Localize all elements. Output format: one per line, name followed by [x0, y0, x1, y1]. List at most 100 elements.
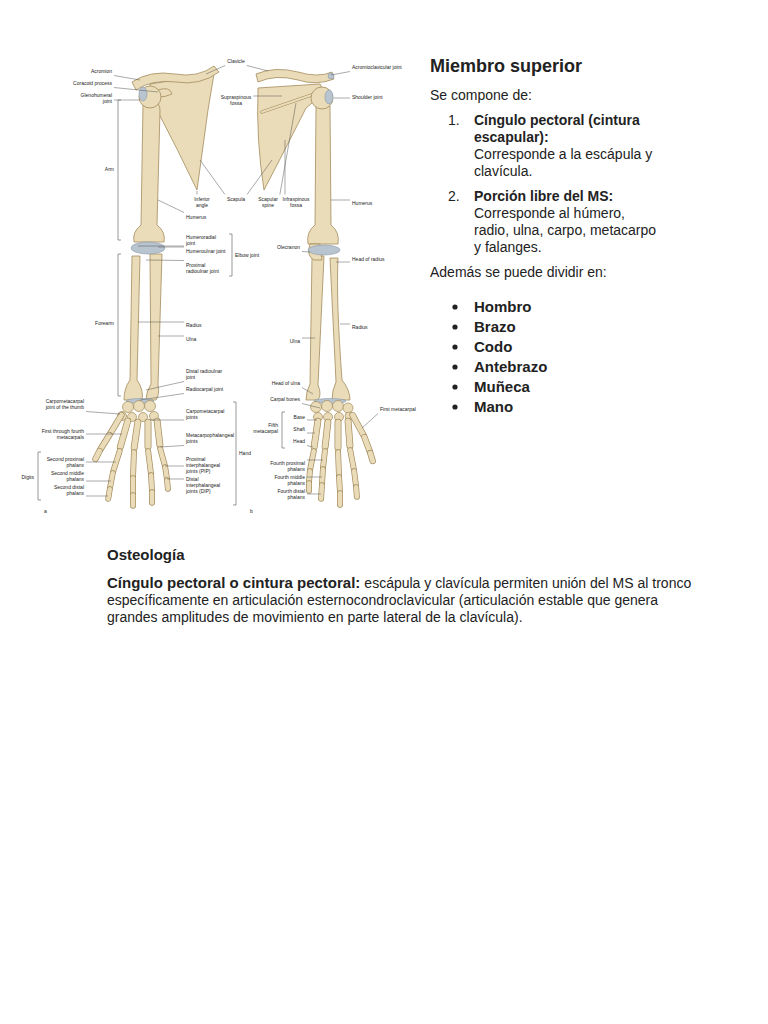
phalanx — [131, 495, 136, 506]
clavicle — [256, 69, 334, 82]
leader-line — [200, 160, 225, 195]
leader-line — [253, 96, 282, 97]
region-name: Muñeca — [474, 377, 658, 397]
figure-label: Hand — [239, 450, 259, 456]
joint-cartilage — [308, 245, 340, 255]
phalanx-outline — [164, 480, 171, 489]
figure-label: Elbow joint — [235, 252, 269, 258]
part-label: Second distal phalanx — [54, 484, 84, 496]
part-label: Base — [294, 414, 305, 420]
leader-line — [206, 66, 225, 75]
phalanx — [149, 475, 154, 490]
numbered-item: 2.Porción libre del MS:Corresponde al hú… — [430, 188, 658, 256]
figure-label: Distal interphalangeal joints (DIP) — [186, 476, 226, 494]
bullet-dot — [452, 324, 457, 329]
part-label: Metacarpophalangeal joints — [186, 432, 234, 444]
figure-label: Humerus — [186, 214, 226, 220]
metacarpal-outline — [325, 422, 328, 447]
region-name: Codo — [474, 337, 658, 357]
carpal-bone — [134, 401, 145, 412]
metacarpal — [145, 422, 151, 447]
carpal-bone — [322, 401, 333, 412]
leader-line — [302, 338, 315, 339]
part-label: Carpometacarpal joints — [186, 408, 224, 420]
humerus — [308, 106, 339, 244]
part-label: Fourth distal phalanx — [277, 488, 305, 500]
phalanx-outline — [336, 477, 343, 491]
part-label: Infraspinous fossa — [282, 196, 309, 208]
thumb-bone-outline — [111, 415, 122, 433]
leader-line — [86, 412, 120, 415]
figure-label: Ulna — [270, 338, 300, 344]
radius — [330, 258, 350, 400]
figure-label: Base — [285, 414, 305, 420]
thumb-bone-outline — [101, 435, 110, 449]
phalanx — [336, 452, 341, 475]
list-number: 2. — [448, 188, 460, 205]
part-label: Head of radius — [352, 256, 385, 262]
leader-line — [302, 404, 320, 409]
ulna — [146, 254, 162, 400]
figure-label: Forearm — [84, 320, 114, 326]
phalanx-outline — [335, 452, 342, 475]
thumb-bone — [364, 437, 369, 451]
leader-line — [114, 100, 140, 101]
part-label: a — [44, 508, 47, 514]
part-label: Distal radioulnar joint — [186, 368, 222, 380]
phalanx — [337, 477, 342, 491]
region-name: Hombro — [474, 297, 658, 317]
part-label: Scapula — [227, 196, 245, 202]
phalanx — [165, 467, 167, 478]
figure-label: Scapular spine — [254, 196, 282, 208]
part-label: Humeroradial joint — [186, 234, 216, 246]
phalanx — [110, 473, 113, 487]
leader-line — [160, 446, 184, 448]
phalanx-outline — [130, 495, 136, 506]
region-name: Mano — [474, 397, 658, 417]
figure-label: b — [250, 508, 260, 514]
figure-label: Shoulder joint — [352, 94, 402, 100]
leader-line — [86, 462, 116, 463]
figure-label: First through fourth metacarpals — [38, 428, 84, 440]
figure-label: Scapula — [221, 196, 251, 202]
leader-line — [307, 420, 317, 421]
phalanx — [320, 469, 325, 483]
figure-label: Acromioclavicular joint — [352, 64, 402, 70]
figure-label: Inferior angle — [188, 196, 216, 208]
part-label: Supraspinous fossa — [221, 94, 252, 106]
part-label: Hand — [239, 450, 251, 456]
phalanx — [131, 452, 136, 476]
part-label: Proximal interphalangeal joints (PIP) — [186, 456, 220, 474]
joint-cartilage — [325, 90, 333, 104]
bullet-item: Antebrazo — [430, 357, 658, 377]
joint-cartilage — [328, 73, 334, 79]
figure-label: Shaft — [285, 426, 305, 432]
bullet-list: HombroBrazoCodoAntebrazoMuñecaMano — [430, 297, 658, 417]
humerus — [134, 101, 165, 242]
joint-cartilage — [131, 242, 165, 254]
leader-line — [340, 324, 350, 325]
thumb-bone — [353, 415, 364, 435]
leader-line — [247, 160, 272, 195]
figure-label: Infraspinous fossa — [280, 196, 312, 208]
leader-line — [167, 479, 184, 480]
bullet-item: Hombro — [430, 297, 658, 317]
metacarpal — [157, 421, 160, 445]
figure-label: Radiocarpal joint — [186, 386, 226, 392]
phalanx — [354, 487, 359, 497]
figure-label: Head — [285, 438, 305, 444]
bullet-symbol — [452, 324, 458, 330]
item-body: Corresponde a la escápula y clavícula. — [474, 146, 658, 180]
carpal-bone — [333, 401, 344, 412]
figure-label: Clavicle — [221, 58, 251, 64]
phalanx — [350, 450, 354, 469]
metacarpal — [314, 421, 318, 447]
part-label: Forearm — [95, 320, 114, 326]
metacarpal-outline — [348, 421, 350, 446]
metacarpal-outline — [314, 421, 318, 447]
leader-line — [138, 322, 184, 323]
part-label: Acromioclavicular joint — [352, 64, 402, 70]
bullet-dot — [452, 344, 457, 349]
figure-label: Metacarpophalangeal joints — [186, 432, 226, 444]
